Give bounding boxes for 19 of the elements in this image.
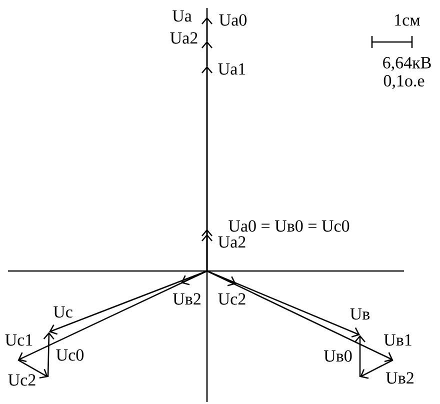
vector-label: 0,1о.е	[384, 75, 424, 89]
vector-label: Ua1	[218, 63, 246, 75]
vector-label: Ua	[172, 10, 192, 22]
vector-label: Uв2	[172, 293, 200, 305]
vector-label: Uв2	[386, 372, 414, 384]
vector-label: Uв	[350, 308, 370, 320]
vector-label: Uc2	[218, 293, 246, 305]
vector-label: Ua2	[218, 236, 246, 248]
vector-label: Uв0	[324, 350, 352, 362]
vector-label: Ua0	[219, 14, 247, 26]
vector-label: Ua0 = Uв0 = Uc0	[228, 220, 350, 232]
vector-label: Uc1	[5, 334, 32, 346]
vector-label: 1см	[395, 14, 420, 26]
vector-label: Ua2	[170, 32, 198, 44]
vector-label: Uc2	[8, 374, 36, 386]
vector-label: 6,64кВ	[383, 57, 431, 71]
vector-label: Uв1	[384, 334, 412, 346]
vector-label: Uc0	[56, 349, 84, 361]
vector-label: Uc	[53, 306, 72, 318]
